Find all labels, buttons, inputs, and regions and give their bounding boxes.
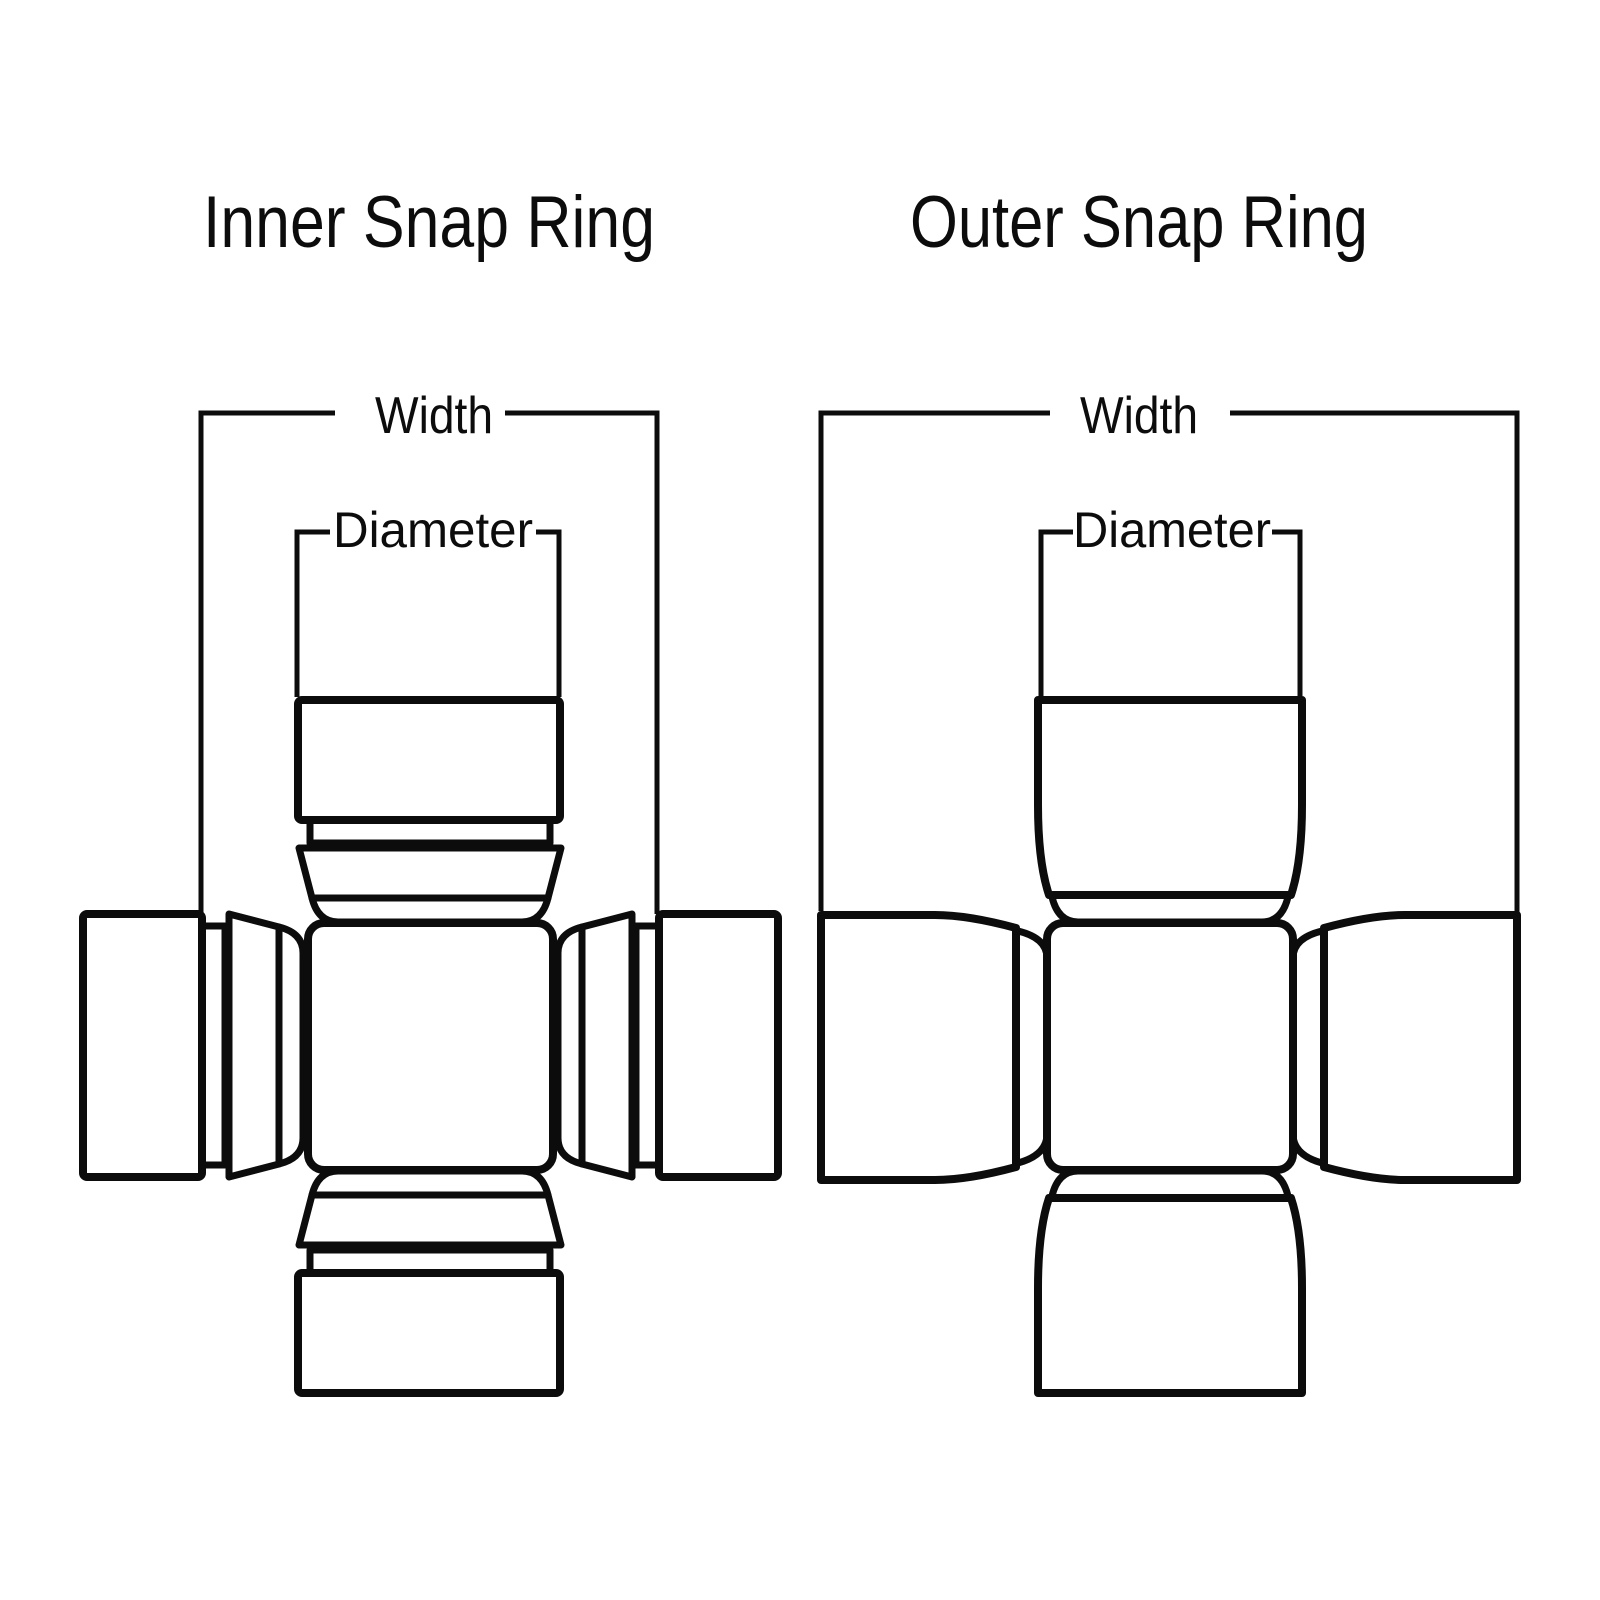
outer-diameter-bracket [1038,529,1303,696]
outer-center-body [1043,919,1297,1174]
outer-right-bearing-cap [1320,911,1521,1184]
inner-top-seal-trapezoid [295,844,565,902]
inner-title: Inner Snap Ring [203,182,655,263]
inner-top-bearing-cap [294,696,564,824]
inner-left-snap-ring-groove [200,922,229,1169]
inner-right-boot [554,923,586,1168]
inner-bottom-seal-trapezoid [295,1191,565,1249]
inner-width-bracket [198,410,660,914]
inner-top-boot [308,894,552,926]
inner-snap-ring-diagram: Inner Snap Ring Width Diameter [79,182,782,1397]
inner-diameter-label: Diameter [333,502,533,558]
inner-right-snap-ring-groove [632,922,660,1169]
inner-bottom-boot [308,1167,552,1199]
inner-center-body [304,919,557,1174]
inner-bottom-snap-ring-groove [306,1246,554,1275]
inner-left-boot [275,923,307,1168]
inner-bottom-bearing-cap [294,1269,564,1397]
inner-diameter-bracket [294,529,562,697]
outer-top-bearing-cap [1034,696,1306,899]
outer-left-bearing-cap [817,911,1020,1184]
inner-right-bearing-cap [655,910,782,1181]
outer-right-boot [1289,927,1326,1167]
inner-width-label: Width [375,387,493,445]
outer-top-boot [1048,893,1292,926]
outer-width-bracket [818,410,1520,912]
outer-title: Outer Snap Ring [910,182,1368,263]
inner-left-seal-trapezoid [225,910,283,1181]
outer-bottom-bearing-cap [1034,1194,1306,1397]
outer-bottom-boot [1048,1167,1292,1200]
outer-snap-ring-diagram: Outer Snap Ring Width Diameter [817,182,1521,1397]
outer-width-label: Width [1080,387,1198,445]
inner-right-seal-trapezoid [578,910,636,1181]
outer-diameter-label: Diameter [1073,502,1271,558]
outer-left-boot [1014,927,1051,1167]
inner-top-snap-ring-groove [306,818,554,847]
inner-left-bearing-cap [79,910,206,1181]
